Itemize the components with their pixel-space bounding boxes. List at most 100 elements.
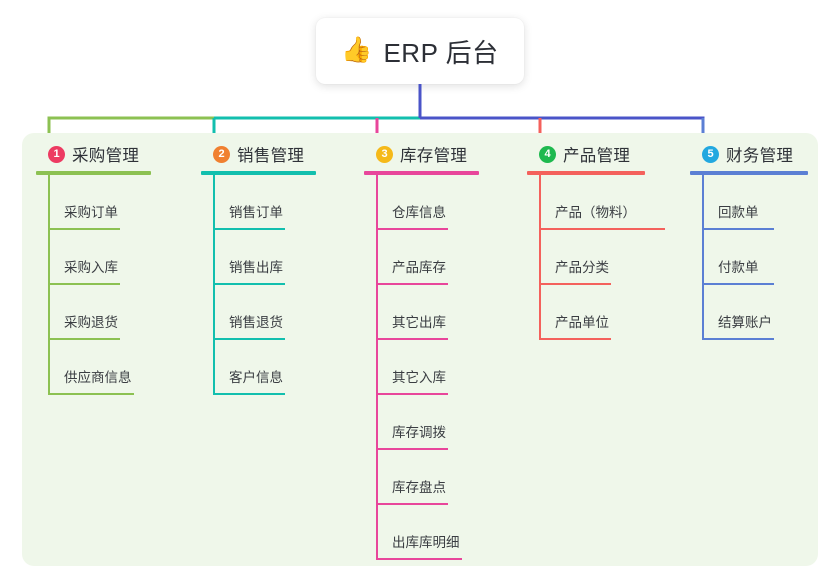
leaf-node-underline (702, 283, 774, 285)
leaf-node-underline (48, 283, 120, 285)
leaf-node-underline (213, 228, 285, 230)
leaf-node-label: 供应商信息 (64, 370, 132, 385)
leaf-node-underline (213, 338, 285, 340)
category-title: 产品管理 (563, 147, 631, 165)
branch-spine (48, 175, 50, 395)
category-title: 库存管理 (400, 147, 468, 165)
leaf-node-underline (539, 338, 611, 340)
leaf-node[interactable]: 销售退货 (201, 285, 351, 340)
leaf-node[interactable]: 库存盘点 (364, 450, 514, 505)
category-number-badge: 2 (213, 145, 230, 163)
leaf-node-underline (48, 228, 120, 230)
category-number-badge: 3 (376, 145, 393, 163)
leaf-node[interactable]: 销售订单 (201, 175, 351, 230)
root-node-title: ERP 后台 (383, 37, 499, 68)
leaf-node-label: 产品单位 (555, 315, 609, 330)
leaf-node-underline (213, 393, 285, 395)
category-header-2[interactable]: 2 销售管理 (201, 141, 351, 167)
leaf-node[interactable]: 回款单 (690, 175, 839, 230)
category-underline (364, 171, 479, 175)
leaf-node-underline (539, 228, 665, 230)
category-items: 仓库信息产品库存其它出库其它入库库存调拨库存盘点出库库明细 (364, 175, 514, 560)
leaf-node-label: 采购入库 (64, 260, 118, 275)
category-header-3[interactable]: 3 库存管理 (364, 141, 514, 167)
category-number-badge: 4 (539, 145, 556, 163)
leaf-node-underline (48, 338, 120, 340)
leaf-node-label: 回款单 (718, 205, 759, 220)
leaf-node-label: 库存盘点 (392, 480, 446, 495)
leaf-node-underline (213, 283, 285, 285)
leaf-node-label: 结算账户 (718, 315, 772, 330)
category-underline (690, 171, 808, 175)
category-underline (527, 171, 645, 175)
leaf-node[interactable]: 仓库信息 (364, 175, 514, 230)
category-title: 财务管理 (726, 147, 794, 165)
leaf-node[interactable]: 供应商信息 (36, 340, 186, 395)
leaf-node-label: 销售出库 (229, 260, 283, 275)
leaf-node-label: 其它入库 (392, 370, 446, 385)
leaf-node[interactable]: 付款单 (690, 230, 839, 285)
leaf-node-underline (702, 338, 774, 340)
category-header-4[interactable]: 4 产品管理 (527, 141, 677, 167)
category-column-2: 2 销售管理销售订单销售出库销售退货客户信息 (201, 141, 351, 395)
leaf-node-underline (376, 448, 448, 450)
leaf-node-label: 库存调拨 (392, 425, 446, 440)
category-items: 采购订单采购入库采购退货供应商信息 (36, 175, 186, 395)
category-column-1: 1 采购管理采购订单采购入库采购退货供应商信息 (36, 141, 186, 395)
category-column-5: 5 财务管理回款单付款单结算账户 (690, 141, 839, 340)
category-items: 回款单付款单结算账户 (690, 175, 839, 340)
leaf-node-label: 采购退货 (64, 315, 118, 330)
leaf-node[interactable]: 采购退货 (36, 285, 186, 340)
leaf-node-label: 其它出库 (392, 315, 446, 330)
category-title: 采购管理 (72, 147, 140, 165)
leaf-node-label: 客户信息 (229, 370, 283, 385)
leaf-node[interactable]: 客户信息 (201, 340, 351, 395)
category-number-badge: 1 (48, 145, 65, 163)
category-items: 销售订单销售出库销售退货客户信息 (201, 175, 351, 395)
leaf-node-label: 仓库信息 (392, 205, 446, 220)
category-number-badge: 5 (702, 145, 719, 163)
branch-spine (539, 175, 541, 340)
category-column-4: 4 产品管理产品（物料） 产品分类产品单位 (527, 141, 677, 340)
leaf-node-underline (48, 393, 134, 395)
category-header-1[interactable]: 1 采购管理 (36, 141, 186, 167)
branch-spine (702, 175, 704, 340)
leaf-node[interactable]: 出库库明细 (364, 505, 514, 560)
leaf-node-underline (702, 228, 774, 230)
category-underline (36, 171, 151, 175)
leaf-node[interactable]: 产品（物料） (527, 175, 677, 230)
leaf-node-underline (539, 283, 611, 285)
leaf-node[interactable]: 其它入库 (364, 340, 514, 395)
leaf-node[interactable]: 采购入库 (36, 230, 186, 285)
leaf-node[interactable]: 销售出库 (201, 230, 351, 285)
leaf-node-label: 产品库存 (392, 260, 446, 275)
leaf-node-label: 产品分类 (555, 260, 609, 275)
root-node-card[interactable]: 👍 ERP 后台 (316, 18, 524, 84)
category-title: 销售管理 (237, 147, 305, 165)
category-header-5[interactable]: 5 财务管理 (690, 141, 839, 167)
leaf-node-underline (376, 283, 448, 285)
leaf-node-label: 付款单 (718, 260, 759, 275)
diagram-canvas (22, 133, 818, 566)
leaf-node-underline (376, 338, 448, 340)
category-underline (201, 171, 316, 175)
branch-spine (376, 175, 378, 560)
leaf-node[interactable]: 结算账户 (690, 285, 839, 340)
leaf-node[interactable]: 产品库存 (364, 230, 514, 285)
leaf-node[interactable]: 库存调拨 (364, 395, 514, 450)
leaf-node-label: 销售订单 (229, 205, 283, 220)
leaf-node-label: 出库库明细 (392, 535, 460, 550)
leaf-node[interactable]: 产品分类 (527, 230, 677, 285)
leaf-node[interactable]: 采购订单 (36, 175, 186, 230)
leaf-node-label: 采购订单 (64, 205, 118, 220)
leaf-node-label: 销售退货 (229, 315, 283, 330)
leaf-node-underline (376, 558, 462, 560)
category-column-3: 3 库存管理仓库信息产品库存其它出库其它入库库存调拨库存盘点出库库明细 (364, 141, 514, 560)
leaf-node-underline (376, 503, 448, 505)
leaf-node-underline (376, 393, 448, 395)
leaf-node[interactable]: 产品单位 (527, 285, 677, 340)
thumbs-up-icon: 👍 (341, 35, 373, 64)
leaf-node-underline (376, 228, 448, 230)
leaf-node[interactable]: 其它出库 (364, 285, 514, 340)
